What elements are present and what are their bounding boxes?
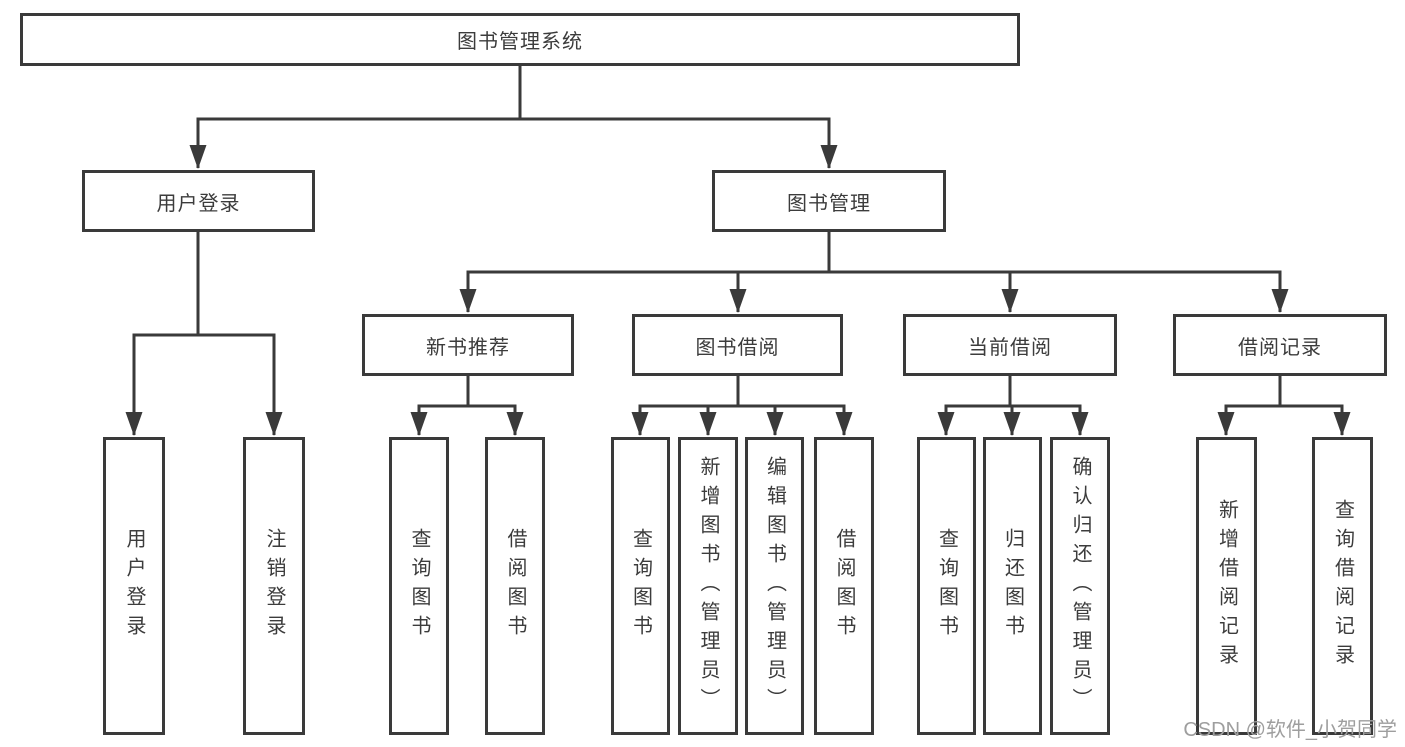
node-label: 借阅记录: [1238, 336, 1322, 359]
node-label: 新书推荐: [426, 336, 510, 359]
node-label: 查询图书: [935, 528, 958, 644]
node-label: 当前借阅: [968, 336, 1052, 359]
leaf-borrow-books-1: 借阅图书: [485, 437, 545, 735]
csdn-watermark: CSDN @软件_小贺同学: [1183, 719, 1397, 741]
leaf-confirm-return-admin: 确认归还（管理员）: [1050, 437, 1110, 735]
node-label: 新增借阅记录: [1215, 499, 1238, 673]
leaf-add-books-admin: 新增图书（管理员）: [678, 437, 738, 735]
leaf-logout: 注销登录: [243, 437, 305, 735]
connector-user-login-children: [125, 232, 283, 436]
leaf-query-books-1: 查询图书: [389, 437, 449, 735]
node-label: 图书借阅: [695, 336, 780, 359]
node-label: 借阅图书: [833, 528, 855, 644]
node-book-management: 图书管理: [712, 170, 946, 232]
node-label: 确认归还（管理员）: [1069, 455, 1091, 717]
node-library-management-system: 图书管理系统: [20, 13, 1020, 66]
node-label: 注销登录: [263, 528, 285, 644]
node-label: 归还图书: [1001, 528, 1024, 644]
node-label: 用户登录: [156, 192, 241, 215]
node-book-borrowing: 图书借阅: [632, 314, 843, 376]
node-new-book-recommend: 新书推荐: [362, 314, 574, 376]
node-borrowing-records: 借阅记录: [1173, 314, 1387, 376]
connector-book-borrowing-children: [631, 376, 853, 436]
leaf-add-borrow-record: 新增借阅记录: [1196, 437, 1257, 735]
connector-new-book-recommend-children: [410, 376, 524, 436]
connector-current-borrowing-children: [937, 376, 1089, 436]
leaf-query-books-2: 查询图书: [611, 437, 670, 735]
node-label: 图书管理: [787, 192, 871, 215]
node-user-login: 用户登录: [82, 170, 315, 232]
connector-book-management-children: [459, 232, 1289, 313]
node-label: 借阅图书: [504, 528, 526, 644]
node-label: 查询图书: [408, 528, 430, 644]
leaf-query-borrow-record: 查询借阅记录: [1312, 437, 1373, 735]
leaf-borrow-books-2: 借阅图书: [814, 437, 874, 735]
node-label: 查询图书: [629, 528, 652, 644]
connector-root-to-level2: [189, 66, 838, 169]
leaf-return-books: 归还图书: [983, 437, 1042, 735]
leaf-query-books-3: 查询图书: [917, 437, 976, 735]
node-label: 图书管理系统: [457, 31, 583, 53]
node-label: 新增图书（管理员）: [697, 455, 719, 717]
node-label: 查询借阅记录: [1331, 499, 1354, 673]
node-current-borrowing: 当前借阅: [903, 314, 1117, 376]
connector-borrowing-records-children: [1217, 376, 1351, 436]
node-label: 用户登录: [123, 528, 145, 644]
node-label: 编辑图书（管理员）: [763, 455, 786, 717]
leaf-edit-books-admin: 编辑图书（管理员）: [745, 437, 804, 735]
leaf-user-login: 用户登录: [103, 437, 165, 735]
